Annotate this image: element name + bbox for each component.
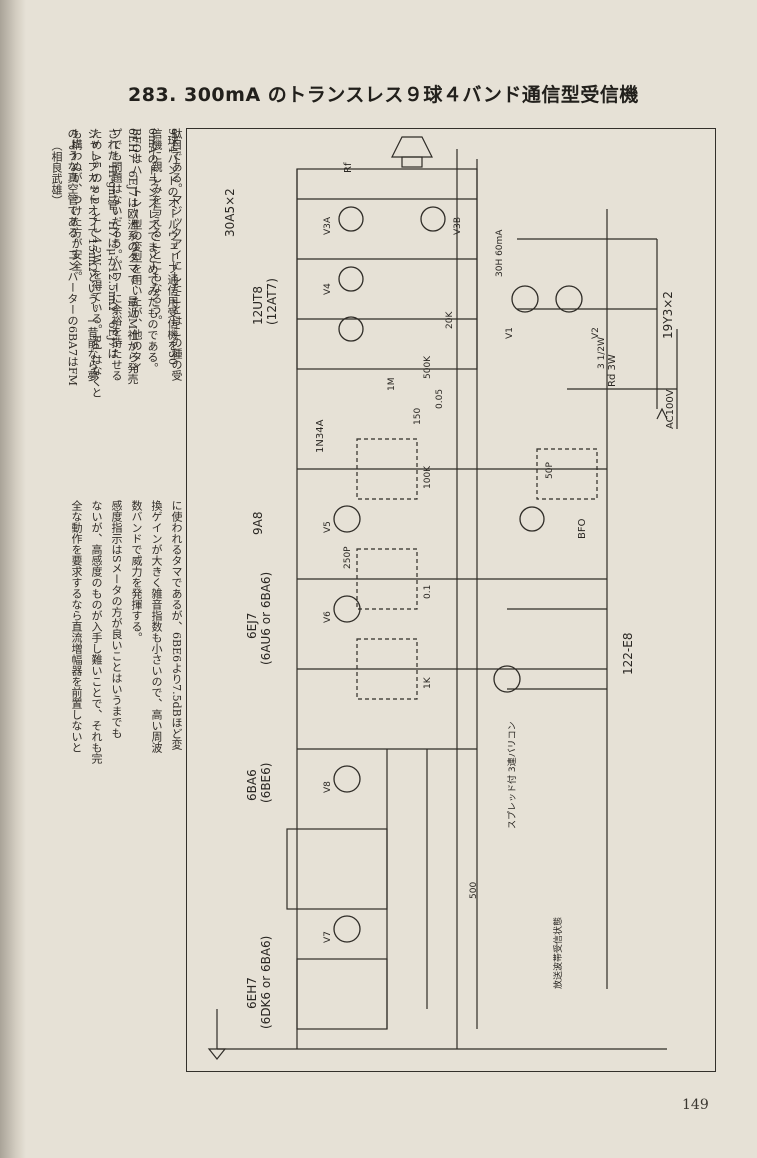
circuit-schematic: 6EH7 (6DK6 or 6BA6) 6BA6 (6BE6) 6EJ7 (6A… (186, 128, 716, 1072)
text-line: プでも問題はないだろう。パワーに余裕を持たせる (110, 128, 123, 381)
text-line: された Hi-gm管。H7はμが12.5mΩ、6EJ7は (106, 128, 119, 360)
text-line: シャープカットオフで15mΩという。一昔前なら夢 (86, 128, 99, 382)
page-title: 283. 300mA のトランスレス９球４バンド通信型受信機 (128, 84, 639, 106)
tube-v3b-symbol (420, 206, 446, 232)
tube-label: (6BE6) (259, 762, 273, 803)
tube-label: 9A8 (251, 511, 265, 535)
article-text-top: 駄目である。マジックアイにしたことはこの種の受 信機に親しみを与えることにもなろ… (46, 128, 186, 468)
symbol-label: V1 (505, 327, 515, 339)
text-line: 感度指示はSメータの方が良いことはいうまでも (110, 500, 123, 739)
component-label: 150 (413, 407, 423, 425)
text-line: ないが、高感度のものが入手し難いことで、それも完 (90, 500, 103, 764)
ac-plug-icon (656, 407, 668, 420)
component-label: 3 1/2W (597, 337, 607, 369)
article-text-left: 9球4バンドのオールウェーブ通信用受信機を30 0mAのトランスレスでまとめてみ… (42, 128, 182, 1078)
component-label: 1K (423, 677, 433, 689)
author-signature: （相良武雄） (50, 140, 63, 206)
component-label: 250P (343, 546, 353, 569)
tube-v5-symbol (333, 505, 361, 533)
tube-label: 12UT8 (251, 285, 265, 325)
component-label: 20K (445, 311, 455, 329)
component-label: 500K (423, 355, 433, 379)
component-label: Rf (343, 162, 354, 173)
tube-label: (6DK6 or 6BA6) (259, 935, 273, 1029)
tube-v7-symbol (333, 915, 361, 943)
tube-label: 6EH7 (245, 977, 259, 1009)
component-label: 1M (387, 377, 397, 392)
symbol-label: V5 (323, 521, 333, 533)
text-line: 換ゲインが大きく雑音指数も小さいので、高い周波 (150, 500, 163, 753)
text-line: 9球4バンドのオールウェーブ通信用受信機を30 (166, 128, 179, 365)
component-label: Rd 3W (607, 354, 618, 387)
text-line: 信機に親しみを与えることにもなろう。 (150, 128, 163, 326)
rectifier-v2-symbol (555, 285, 583, 313)
speaker-icon (391, 136, 433, 158)
tube-label: (6AU6 or 6BA6) (259, 571, 273, 665)
symbol-label: V4 (323, 283, 333, 295)
tube-label: 19Y3×2 (661, 291, 675, 339)
text-line: 0mAのトランスレスでまとめてみたものである。 (146, 128, 159, 374)
page-number: 149 (682, 1097, 709, 1113)
tube-label: 30A5×2 (223, 188, 237, 237)
symbol-label: V3A (323, 216, 333, 235)
band-switch-note: スプレッド付 3連バリコン (508, 721, 518, 829)
magic-eye-symbol (493, 665, 521, 693)
tube-label: 6EJ7 (245, 612, 259, 639)
text-line: 数バンドで威力を発揮する。 (130, 500, 143, 643)
symbol-label: V6 (323, 611, 333, 623)
component-label: 30H 60mA (495, 229, 505, 277)
schematic-drawing (207, 136, 678, 1060)
symbol-label: V3B (453, 216, 463, 235)
text-line: 6EH7、6EJ7は欧洲系のタマで、最近M社から発売 (126, 128, 139, 385)
text-line: も構わぬが、つけた方が安全。 (70, 128, 83, 282)
component-label: 500 (469, 881, 479, 899)
tube-v4-symbol (338, 266, 364, 292)
article-text-right: に使われるタマであるが、6BE6より7.5dBほど変 換ゲインが大きく雑音指数も… (46, 500, 186, 1090)
component-label: AC100V (665, 389, 676, 429)
tube-v4-symbol-2 (338, 316, 364, 342)
component-label: 0.1 (423, 584, 433, 599)
component-label: 50P (545, 462, 555, 479)
tube-v3a-symbol (338, 206, 364, 232)
text-line: のような真空管である。コンバーターの6BA7はFM (66, 128, 79, 386)
rectifier-v1-symbol (511, 285, 539, 313)
component-label: 0.05 (435, 388, 445, 409)
tube-label: 122-E8 (621, 632, 635, 675)
text-line: 駄目である。マジックアイにしたことはこの種の受 (170, 128, 183, 381)
tube-v8-symbol (333, 765, 361, 793)
tube-label: (12AT7) (265, 278, 279, 325)
text-line: に使われるタマであるが、6BE6より7.5dBほど変 (170, 500, 183, 750)
reception-state-note: 放送波帯受信状態 (554, 916, 564, 989)
tube-label: 6BA6 (245, 769, 259, 801)
component-label: 100K (423, 465, 433, 489)
book-spine-shadow (0, 0, 26, 1158)
tube-v6-symbol (333, 595, 361, 623)
bfo-tube-symbol (519, 506, 545, 532)
symbol-label: V8 (323, 781, 333, 793)
component-label: 1N34A (315, 419, 326, 453)
text-line: ため A5 の p.p. とし 4.2W を得ている。Rd はなくと (90, 128, 103, 398)
symbol-label: V7 (323, 931, 333, 943)
text-line: 全な動作を要求するなら直流増幅器を前置しないと (70, 500, 83, 753)
component-label: BFO (577, 518, 588, 539)
text-line: BFOはハートレー型の変型を用いたが、他のタイ (130, 128, 143, 373)
output-transformer-icon (401, 156, 423, 168)
